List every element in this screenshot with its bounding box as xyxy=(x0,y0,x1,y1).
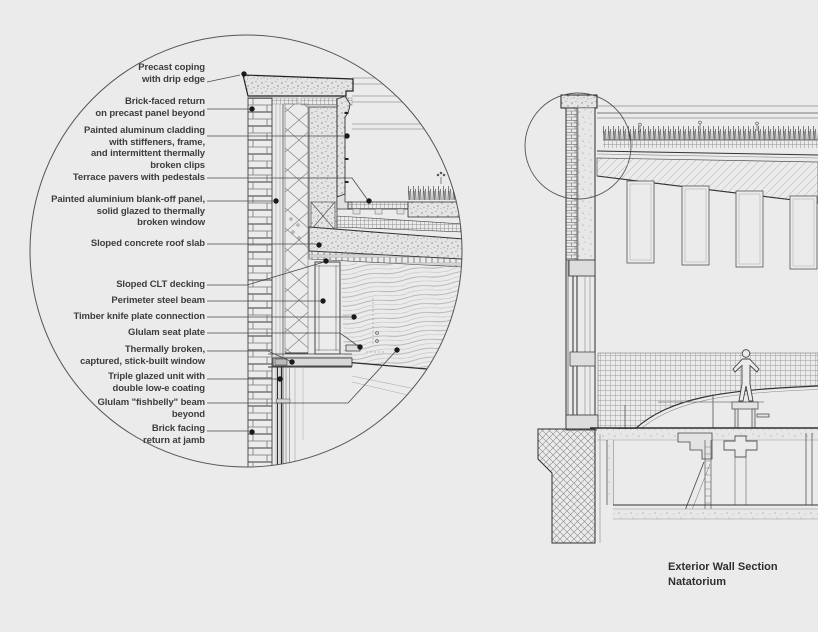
callout-label-terrace-pavers: Terrace pavers with pedestals xyxy=(72,172,205,183)
fastener-circles xyxy=(289,217,301,240)
window-head xyxy=(268,353,353,368)
brick-veneer xyxy=(565,107,578,261)
callout-label-fishbelly-beam: Glulam "fishbelly" beam beyond xyxy=(97,397,205,420)
diagonal-brace-inner xyxy=(689,463,711,516)
steel-beam xyxy=(314,261,341,355)
hidden-line xyxy=(366,298,386,353)
pier-stem xyxy=(734,457,747,505)
roof-coffers xyxy=(626,180,818,270)
callout-label-triple-glazed: Triple glazed unit with double low-e coa… xyxy=(108,371,205,394)
callout-label-stick-built-window: Thermally broken, captured, stick-built … xyxy=(80,344,205,367)
swimmer-figure xyxy=(732,349,760,402)
starting-block xyxy=(731,401,770,429)
planting-soil xyxy=(407,201,462,218)
green-roof-grass xyxy=(603,124,818,144)
parapet-coping xyxy=(560,94,598,109)
sloped-roof-slab xyxy=(308,226,462,260)
window-mullion xyxy=(276,367,304,467)
detail-drawing xyxy=(242,74,462,467)
basement-floor-slab xyxy=(613,509,818,519)
callout-label-aluminum-cladding: Painted aluminum cladding with stiffener… xyxy=(83,125,205,171)
wall-backup xyxy=(577,107,596,261)
basement-wall xyxy=(606,440,614,505)
callout-label-clt-decking: Sloped CLT decking xyxy=(116,279,205,290)
roof-deck-lines xyxy=(596,150,818,156)
corbel-bracket xyxy=(677,432,713,460)
callout-label-seat-plate: Glulam seat plate xyxy=(128,327,205,338)
knife-plate-bolts xyxy=(375,331,379,343)
railing-lines xyxy=(597,105,818,119)
roof-coffers-inner xyxy=(629,183,815,267)
right-basement-wall xyxy=(805,433,813,505)
callout-label-knife-plate: Timber knife plate connection xyxy=(73,311,205,322)
insulation-batt xyxy=(284,103,309,354)
fishbelly-beam-arc-inner xyxy=(636,389,818,433)
roof-deck-line xyxy=(596,153,818,159)
terrace-pavers xyxy=(347,201,409,210)
roof-flowers xyxy=(638,120,759,132)
precast-coping xyxy=(242,74,354,97)
cavity-lines xyxy=(275,104,281,467)
rigid-insulation xyxy=(336,215,462,233)
callout-label-roof-slab: Sloped concrete roof slab xyxy=(90,238,205,249)
clt-decking xyxy=(308,250,462,268)
callout-dots xyxy=(241,71,400,435)
paver-pedestals xyxy=(352,208,405,215)
callout-label-precast-coping: Precast coping with drip edge xyxy=(138,62,205,85)
curtain-wall-window xyxy=(565,259,599,431)
glulam-beam-beyond xyxy=(341,262,462,372)
section-drawing xyxy=(524,92,818,544)
fishbelly-beam-arc xyxy=(634,385,818,430)
callout-label-brick-jamb: Brick facing return at jamb xyxy=(143,423,205,446)
railing-lines xyxy=(352,77,462,130)
callout-label-steel-beam: Perimeter steel beam xyxy=(111,295,205,306)
panel-brace-x xyxy=(310,201,336,231)
detail-circle-outline xyxy=(29,34,463,468)
callout-label-brick-return: Brick-faced return on precast panel beyo… xyxy=(95,96,205,119)
glazing-posts xyxy=(624,394,714,428)
callout-label-blank-off-panel: Painted aluminium blank-off panel, solid… xyxy=(51,194,205,228)
drawing-caption: Exterior Wall Section Natatorium xyxy=(668,561,778,588)
brick-facing-wall xyxy=(247,97,273,467)
thermal-clip-ticks xyxy=(344,112,349,183)
foundation-wall xyxy=(537,428,596,544)
callout-leaders xyxy=(206,74,396,432)
flashing-strip xyxy=(300,97,353,106)
ladder-strut xyxy=(704,440,712,516)
flower xyxy=(436,171,446,184)
planting-grass xyxy=(408,182,462,202)
roof-substrate xyxy=(603,141,818,148)
floor-slab-lines xyxy=(613,508,818,520)
